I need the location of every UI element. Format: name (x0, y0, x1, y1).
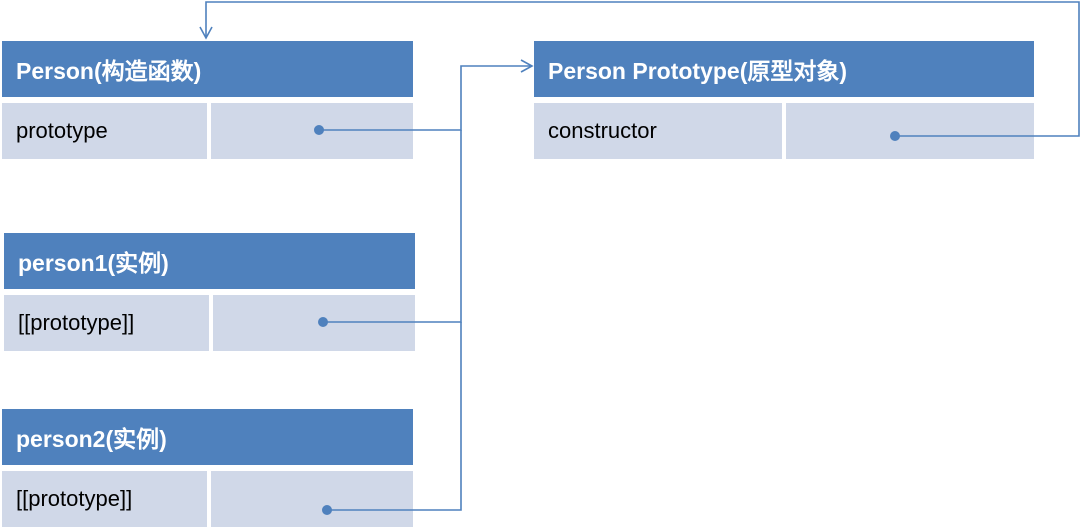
prototype-pointer-dot (314, 125, 324, 135)
constructor-field-value (786, 103, 1034, 159)
person1-pointer-dot (318, 317, 328, 327)
person-prototype-title: Person Prototype(原型对象) (534, 41, 1034, 97)
person1-pointer-line (323, 130, 462, 323)
person-prototype-field-value (211, 103, 413, 159)
prototype-pointer-line (319, 59, 534, 131)
person1-prototype-field-label: [[prototype]] (4, 295, 209, 351)
constructor-field-label: constructor (534, 103, 782, 159)
person2-prototype-field-label: [[prototype]] (2, 471, 207, 527)
person-constructor-box: Person(构造函数) prototype (2, 41, 413, 159)
person1-box: person1(实例) [[prototype]] (4, 233, 415, 351)
person1-prototype-field-value (213, 295, 415, 351)
person2-pointer-dot (322, 505, 332, 515)
person2-prototype-field-value (211, 471, 413, 527)
person-prototype-box: Person Prototype(原型对象) constructor (534, 41, 1034, 159)
person2-pointer-line (327, 322, 462, 511)
person-prototype-field-label: prototype (2, 103, 207, 159)
constructor-pointer-dot (890, 131, 900, 141)
person2-box: person2(实例) [[prototype]] (2, 409, 413, 527)
constructor-pointer-line (199, 1, 1080, 137)
person-constructor-title: Person(构造函数) (2, 41, 413, 97)
person1-title: person1(实例) (4, 233, 415, 289)
person2-title: person2(实例) (2, 409, 413, 465)
